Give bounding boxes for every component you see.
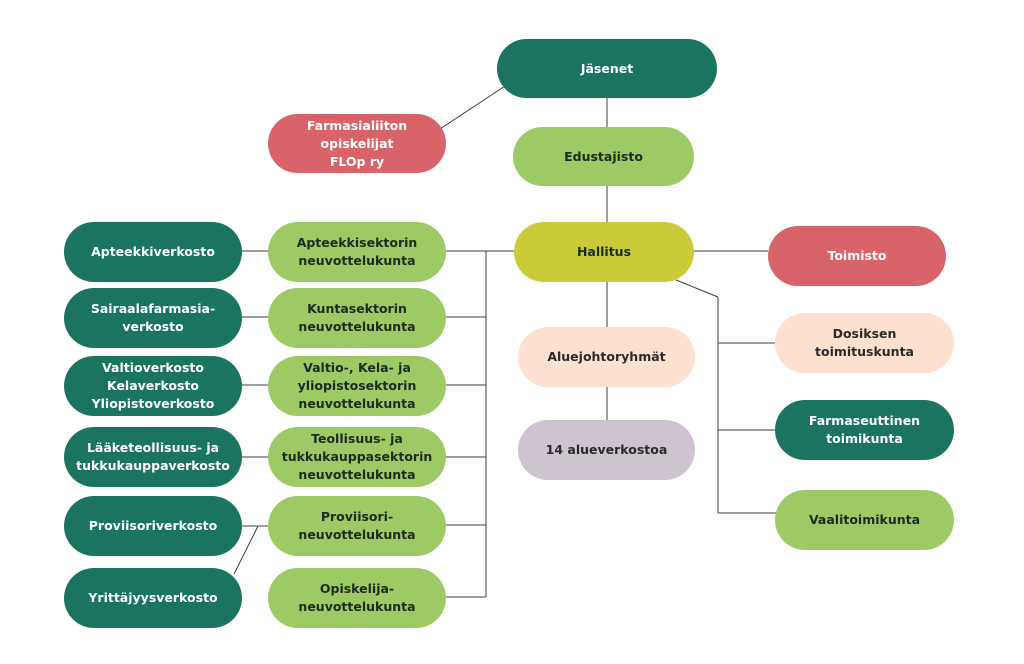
- node-kuntasektorin-neuvottelukunta: Kuntasektorin neuvottelukunta: [268, 288, 446, 348]
- node-apteekkiverkosto: Apteekkiverkosto: [64, 222, 242, 282]
- node-valtiosektorin-neuvottelukunta: Valtio-, Kela- ja yliopistosektorin neuv…: [268, 356, 446, 416]
- node-alueverkostoa: 14 alueverkostoa: [518, 420, 695, 480]
- node-apteekkisektorin-neuvottelukunta: Apteekkisektorin neuvottelukunta: [268, 222, 446, 282]
- node-teollisuussektorin-neuvottelukunta: Teollisuus- ja tukkukauppasektorin neuvo…: [268, 427, 446, 487]
- node-proviisori-neuvottelukunta: Proviisori- neuvottelukunta: [268, 496, 446, 556]
- node-dosiksen-toimituskunta: Dosiksen toimituskunta: [775, 313, 954, 373]
- node-proviisoriverkosto: Proviisoriverkosto: [64, 496, 242, 556]
- node-sairaalafarmasiaverkosto: Sairaalafarmasia- verkosto: [64, 288, 242, 348]
- connector-jasenet-flop: [439, 85, 506, 130]
- node-valtioverkosto: Valtioverkosto Kelaverkosto Yliopistover…: [64, 356, 242, 416]
- node-toimisto: Toimisto: [768, 226, 946, 286]
- node-jasenet: Jäsenet: [497, 39, 717, 98]
- node-farmaseuttinen-toimikunta: Farmaseuttinen toimikunta: [775, 400, 954, 460]
- node-opiskelija-neuvottelukunta: Opiskelija- neuvottelukunta: [268, 568, 446, 628]
- node-teollisuusverkosto: Lääketeollisuus- ja tukkukauppaverkosto: [64, 427, 242, 487]
- node-edustajisto: Edustajisto: [513, 127, 694, 186]
- node-flop: Farmasialiiton opiskelijat FLOp ry: [268, 114, 446, 173]
- connector-hallitus-right-diagonal: [675, 279, 719, 298]
- node-aluejohtoryhmat: Aluejohtoryhmät: [518, 327, 695, 387]
- node-vaalitoimikunta: Vaalitoimikunta: [775, 490, 954, 550]
- node-yrittajyysverkosto: Yrittäjyysverkosto: [64, 568, 242, 628]
- connector-yrittajyys: [233, 525, 259, 575]
- node-hallitus: Hallitus: [514, 222, 694, 282]
